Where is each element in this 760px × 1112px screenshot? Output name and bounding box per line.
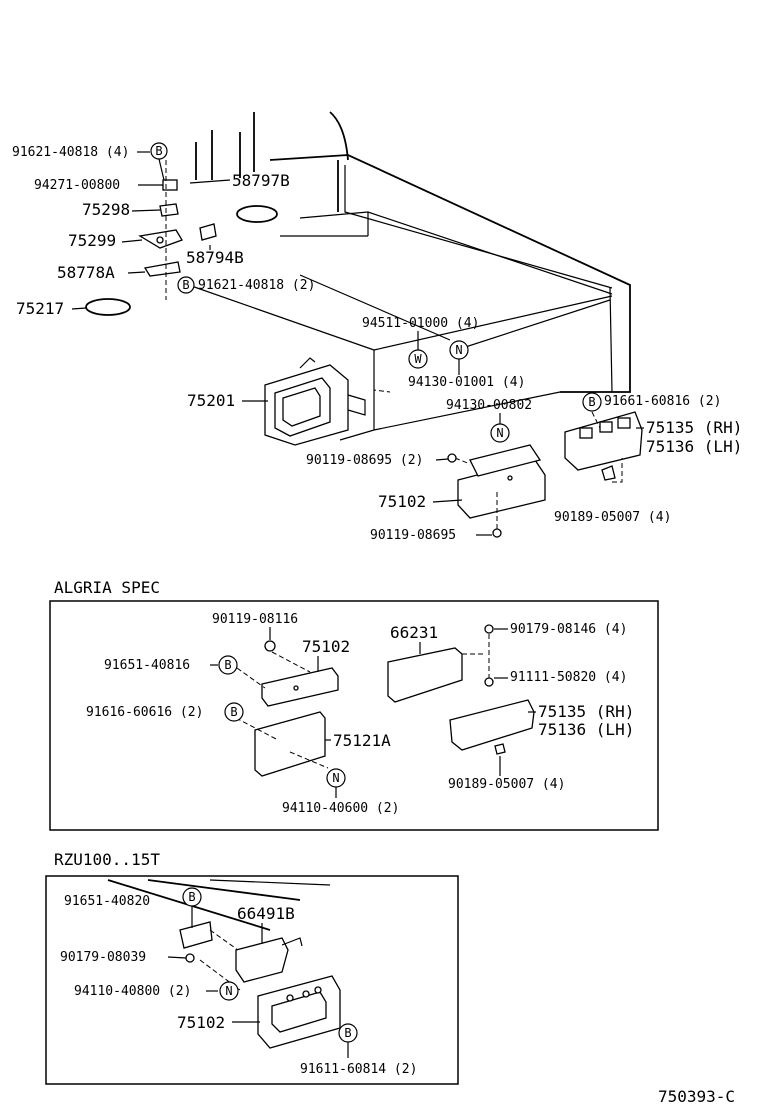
algria-panel (49, 600, 659, 831)
marker-n-text-2: N (496, 426, 503, 440)
rzu-title: RZU100..15T (54, 850, 160, 869)
label-75217: 75217 (16, 299, 64, 318)
label-58778a: 58778A (57, 263, 115, 282)
label-91661-60816: 91661-60816 (2) (604, 394, 721, 409)
rzu-label-75102: 75102 (177, 1013, 225, 1032)
rzu-label-90179-08039: 90179-08039 (60, 950, 146, 965)
label-94511-01000: 94511-01000 (4) (362, 316, 479, 331)
rzu-marker-b-text-2: B (344, 1026, 351, 1040)
label-75201: 75201 (187, 391, 235, 410)
marker-b-icon-2 (177, 276, 195, 294)
algria-label-75136-lh: 75136 (LH) (538, 720, 634, 739)
algria-marker-b-icon (218, 655, 238, 675)
marker-n-icon-2 (490, 423, 510, 443)
algria-label-75121a: 75121A (333, 731, 391, 750)
marker-b-text-2: B (182, 278, 189, 292)
rzu-label-66491b: 66491B (237, 904, 295, 923)
label-94130-00802: 94130-00802 (446, 398, 532, 413)
label-90119-08695: 90119-08695 (370, 528, 456, 543)
algria-label-91651-40816: 91651-40816 (104, 658, 190, 673)
ring-75217 (85, 298, 131, 316)
algria-labels: 90119-08116 75102 66231 90179-08146 (4) … (86, 612, 634, 816)
label-91621-40818-2: 91621-40818 (2) (198, 278, 315, 293)
algria-label-90179-08146: 90179-08146 (4) (510, 622, 627, 637)
body-panel (179, 111, 631, 441)
algria-marker-b-text-2: B (230, 705, 237, 719)
algria-label-90119-08116: 90119-08116 (212, 612, 298, 627)
algria-title: ALGRIA SPEC (54, 578, 160, 597)
algria-label-90189-05007: 90189-05007 (4) (448, 777, 565, 792)
ring-58797b (236, 205, 278, 223)
rzu-label-91651-40820: 91651-40820 (64, 894, 150, 909)
algria-label-75135-rh: 75135 (RH) (538, 702, 634, 721)
algria-label-66231: 66231 (390, 623, 438, 642)
main-labels: 91621-40818 (4) B 94271-00800 58797B 752… (12, 142, 742, 543)
algria-marker-b-icon-2 (224, 702, 244, 722)
rzu-marker-n-icon (219, 981, 239, 1001)
algria-label-91111-50820: 91111-50820 (4) (510, 670, 627, 685)
label-58794b: 58794B (186, 248, 244, 267)
label-94130-01001: 94130-01001 (4) (408, 375, 525, 390)
algria-parts (235, 624, 535, 777)
bracket-75135 (564, 411, 643, 483)
marker-w-icon (408, 349, 428, 369)
diagram-id: 750393-C (658, 1087, 735, 1106)
label-75135-rh: 75135 (RH) (646, 418, 742, 437)
label-94271-00800: 94271-00800 (34, 178, 120, 193)
label-58797b: 58797B (232, 171, 290, 190)
algria-marker-n-text: N (332, 771, 339, 785)
label-90189-05007: 90189-05007 (4) (554, 510, 671, 525)
algria-marker-b-text: B (224, 658, 231, 672)
rzu-marker-n-text: N (225, 984, 232, 998)
label-91621-40818-4: 91621-40818 (4) (12, 145, 129, 160)
main-assembly (85, 111, 643, 538)
rzu-label-91611-60814: 91611-60814 (2) (300, 1062, 417, 1077)
label-75299: 75299 (68, 231, 116, 250)
marker-n-text: N (455, 343, 462, 357)
handle-75102 (447, 444, 546, 538)
label-75136-lh: 75136 (LH) (646, 437, 742, 456)
algria-label-91616-60616: 91616-60616 (2) (86, 705, 203, 720)
algria-label-75102: 75102 (302, 637, 350, 656)
rzu-labels: 91651-40820 B 66491B 90179-08039 94110-4… (60, 887, 417, 1077)
algria-label-94110-40600: 94110-40600 (2) (282, 801, 399, 816)
marker-b-text: B (155, 144, 162, 158)
marker-w-text: W (414, 352, 422, 366)
handle-box-75201 (264, 357, 366, 446)
rzu-panel (45, 875, 459, 1085)
rzu-marker-b-text: B (188, 890, 195, 904)
handle-clips (138, 160, 217, 300)
label-75298: 75298 (82, 200, 130, 219)
label-90119-08695-2: 90119-08695 (2) (306, 453, 423, 468)
marker-b-text-3: B (588, 395, 595, 409)
marker-b-icon-3 (582, 392, 602, 412)
label-75102: 75102 (378, 492, 426, 511)
rzu-label-94110-40800: 94110-40800 (2) (74, 984, 191, 999)
